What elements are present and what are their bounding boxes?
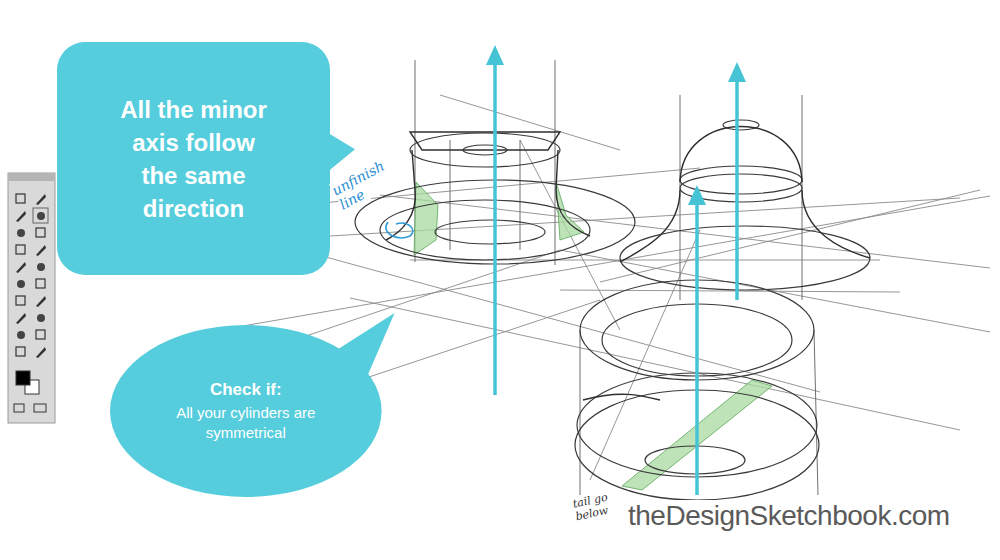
mode-icon [14,404,24,412]
ellipse-stroke [723,120,759,130]
hatch-area [414,182,438,255]
tool-icon [36,330,45,339]
ellipse-stroke [645,446,745,474]
tool-icon [16,313,26,324]
construction-lines [415,60,818,495]
tool-icon [36,296,46,307]
screen-icon [34,404,46,412]
tool-icon [17,331,25,339]
axis-arrow-head [486,45,504,65]
axis-arrow-head [728,62,746,82]
tool-icon [37,314,45,322]
tool-icon [33,208,48,223]
callout-text: Check if: [171,379,321,401]
tool-icon [36,279,45,288]
outline-curve [583,394,660,400]
bubble-shape [57,42,330,275]
ellipse-stroke [380,200,590,260]
tool-icon [36,245,46,256]
ellipse-stroke [435,220,545,244]
perspective-line [440,95,620,150]
outline-curve [410,132,560,150]
tool-icon [16,194,25,203]
tool-icon [16,245,25,254]
tool-palette [8,173,55,423]
construction-line [555,60,556,265]
foreground-swatch [16,371,30,385]
ellipse-stroke [410,133,560,167]
palette-header [8,173,55,181]
outline-curve [386,150,415,240]
axis-arrow-head [688,185,706,205]
outline-curves [386,127,870,401]
cylinder-ellipses [355,120,870,500]
tool-icon [37,263,45,271]
perspective-line [600,190,980,282]
tool-icon [36,228,45,237]
tool-icon [16,262,26,273]
outline-curve [680,127,802,183]
callout-text: All your cylinders are symmetrical [171,403,321,443]
minor-axis-arrows [486,45,746,495]
bubble-body [110,325,382,497]
shading-hatch [414,182,772,490]
construction-line [450,140,451,250]
outline-curve [620,190,680,262]
construction-line [520,140,521,250]
callout-bubble: Check if:All your cylinders are symmetri… [110,325,382,497]
perspective-line [520,140,620,330]
blue-markup [386,222,413,238]
tool-icon [36,194,46,205]
palette-panel [8,173,55,423]
handwritten-note: tail go below [572,490,620,524]
callout-bubble: All the minor axis follow the same direc… [57,42,330,275]
axis-arrow-shaft [695,201,699,495]
tool-icon [17,229,25,237]
handwritten-note: unfinish line [329,155,399,213]
axis-arrow-shaft [735,78,739,300]
callout-text: All the minor axis follow the same direc… [114,93,274,225]
tool-icon [36,347,46,358]
ellipse-stroke [620,226,870,290]
axis-arrow-shaft [493,61,497,395]
tool-icon [16,347,25,356]
watermark: theDesignSketchbook.com [628,500,950,532]
tool-icon [16,211,26,222]
bubble-body [57,42,330,275]
outline-curve [802,190,870,258]
tool-icon [17,280,25,288]
tool-icon [16,296,25,305]
perspective-line [300,250,820,392]
outline-curve [556,150,590,236]
perspective-line [380,195,990,268]
construction-line [814,330,818,495]
perspective-line [350,298,960,430]
